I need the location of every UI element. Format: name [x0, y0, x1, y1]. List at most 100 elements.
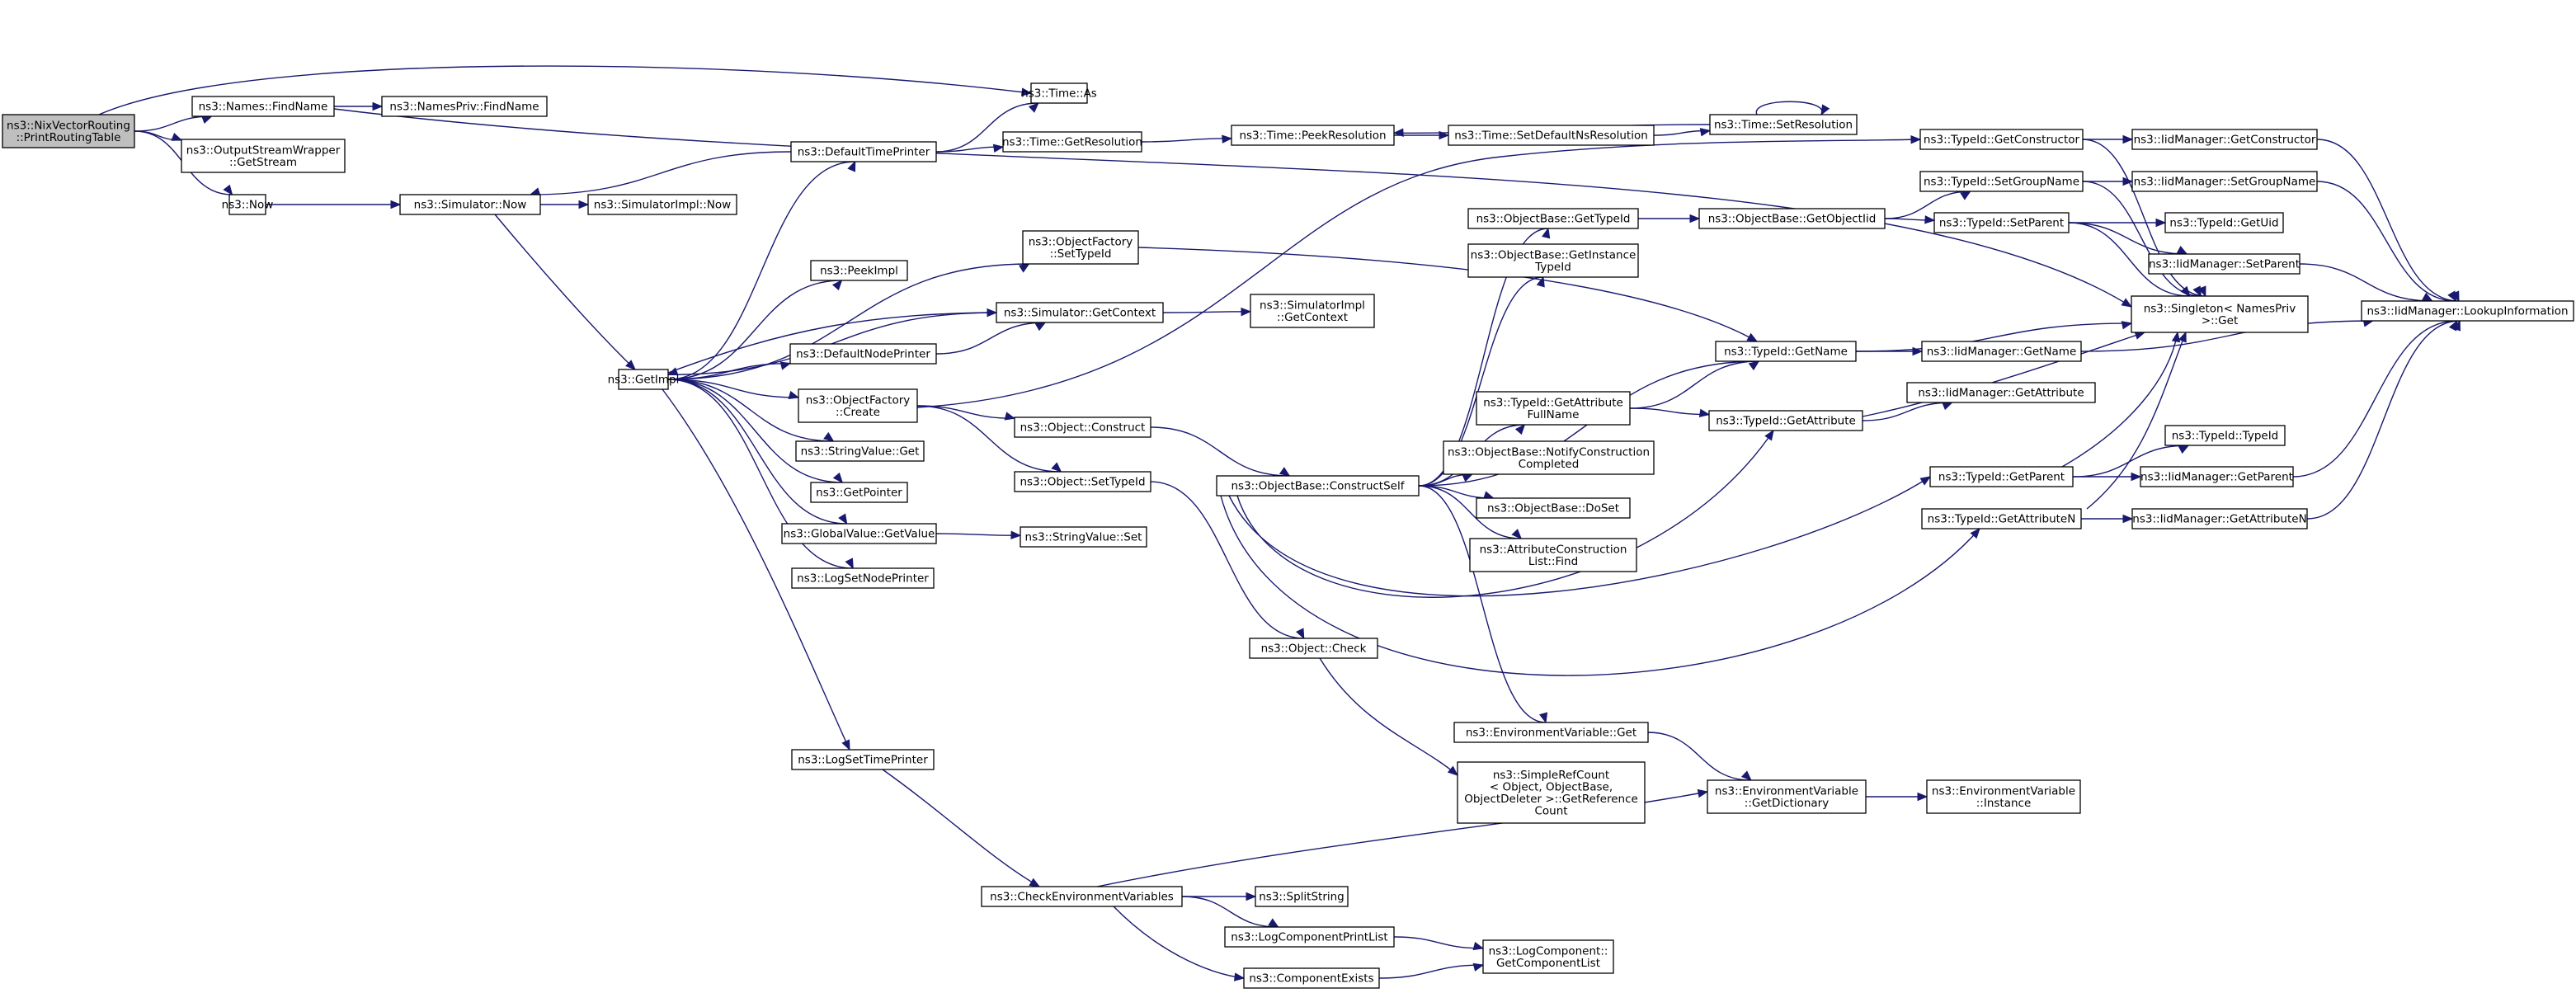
node-n26[interactable]: ns3::Object::Construct: [1014, 416, 1151, 438]
node-n15[interactable]: ns3::PeekImpl: [810, 260, 908, 281]
node-n47[interactable]: ns3::LogComponent::GetComponentList: [1482, 939, 1614, 974]
node-n30[interactable]: ns3::ObjectBase::GetTypeId: [1467, 208, 1639, 229]
node-n7[interactable]: ns3::Time::As: [1021, 82, 1097, 104]
edge-line: [916, 139, 1921, 408]
node-n57[interactable]: ns3::Singleton< NamesPriv>::Get: [2131, 295, 2309, 333]
arrowhead: [838, 513, 848, 525]
node-label: ns3::Now: [222, 199, 274, 212]
node-n33[interactable]: ns3::TypeId::GetName: [1715, 341, 1857, 362]
node-n45[interactable]: ns3::LogComponentPrintList: [1224, 926, 1395, 948]
node-n19[interactable]: ns3::ObjectFactory::Create: [798, 388, 918, 423]
node-n8[interactable]: ns3::DefaultTimePrinter: [790, 141, 937, 162]
node-n40[interactable]: ns3::SimpleRefCount< Object, ObjectBase,…: [1457, 761, 1646, 824]
node-n3[interactable]: ns3::OutputStreamWrapper::GetStream: [181, 139, 346, 173]
node-label: ns3::Object::Construct: [1020, 421, 1146, 435]
node-n11[interactable]: ns3::Time::SetDefaultNsResolution: [1448, 125, 1655, 146]
node-n18[interactable]: ns3::DefaultNodePrinter: [789, 343, 937, 365]
node-n31[interactable]: ns3::ObjectBase::GetObjectIid: [1698, 208, 1886, 229]
node-n42[interactable]: ns3::EnvironmentVariable::Instance: [1926, 779, 2081, 814]
node-n58[interactable]: ns3::IidManager::GetName: [1921, 341, 2082, 362]
node-n28[interactable]: ns3::ObjectBase::ConstructSelf: [1216, 475, 1420, 496]
node-box: [1231, 125, 1395, 146]
node-n16[interactable]: ns3::Simulator::GetContext: [996, 302, 1164, 323]
node-n61[interactable]: ns3::IidManager::GetParent: [2140, 466, 2294, 487]
node-box: [1249, 638, 1378, 659]
node-n9[interactable]: ns3::Time::GetResolution: [1002, 131, 1142, 153]
node-n51[interactable]: ns3::TypeId::GetParent: [1929, 466, 2074, 487]
node-n62[interactable]: ns3::IidManager::GetAttributeN: [2131, 508, 2308, 529]
arrowhead: [1919, 476, 1932, 486]
node-n2[interactable]: ns3::NamesPriv::FindName: [381, 96, 548, 117]
node-n24[interactable]: ns3::LogSetNodePrinter: [791, 567, 935, 589]
node-n48[interactable]: ns3::TypeId::GetConstructor: [1919, 129, 2084, 150]
node-n56[interactable]: ns3::IidManager::SetParent: [2148, 253, 2301, 275]
node-n14[interactable]: ns3::ObjectFactory::SetTypeId: [1022, 230, 1139, 265]
edge-line: [667, 379, 799, 398]
node-box: [1467, 243, 1639, 278]
node-box: [2164, 425, 2286, 446]
node-n4[interactable]: ns3::Now: [222, 194, 274, 215]
node-box: [1469, 538, 1637, 572]
node-n10[interactable]: ns3::Time::PeekResolution: [1231, 125, 1395, 146]
node-n54[interactable]: ns3::IidManager::SetGroupName: [2131, 171, 2318, 192]
node-n50[interactable]: ns3::TypeId::SetParent: [1933, 212, 2070, 233]
node-n27[interactable]: ns3::Object::SetTypeId: [1014, 471, 1151, 492]
node-n21[interactable]: ns3::GetPointer: [810, 482, 908, 503]
node-n52[interactable]: ns3::TypeId::GetAttributeN: [1921, 508, 2082, 529]
node-n63[interactable]: ns3::IidManager::LookupInformation: [2361, 300, 2574, 322]
node-label: ns3::IidManager::GetAttribute: [1918, 387, 2084, 400]
node-label: ns3::Object::SetTypeId: [1020, 476, 1145, 489]
node-label: ns3::EnvironmentVariable::Get: [1466, 727, 1636, 740]
node-n35[interactable]: ns3::TypeId::GetAttribute: [1708, 410, 1863, 431]
node-box: [381, 96, 548, 117]
node-box: [795, 440, 925, 462]
node-box: [1709, 114, 1858, 135]
node-n39[interactable]: ns3::EnvironmentVariable::Get: [1453, 722, 1649, 743]
node-n37[interactable]: ns3::ObjectBase::DoSet: [1476, 497, 1631, 519]
edge-n28-n38: [1418, 485, 1523, 539]
node-n22[interactable]: ns3::GlobalValue::GetValue: [781, 523, 937, 544]
node-n29[interactable]: ns3::Object::Check: [1249, 638, 1378, 659]
node-n17[interactable]: ns3::SimulatorImpl::GetContext: [1250, 294, 1375, 328]
node-n59[interactable]: ns3::IidManager::GetAttribute: [1906, 382, 2096, 403]
node-box: [2148, 253, 2301, 275]
arrowhead: [2121, 298, 2133, 308]
edge-n26-n28: [1150, 426, 1291, 477]
node-layer: ns3::NixVectorRouting::PrintRoutingTable…: [2, 82, 2574, 989]
node-box: [1467, 208, 1639, 229]
node-label: ns3::SimpleRefCount: [1493, 769, 1609, 782]
node-n5[interactable]: ns3::Simulator::Now: [399, 194, 541, 215]
node-n46[interactable]: ns3::ComponentExists: [1243, 967, 1380, 989]
edge-n8-n7: [935, 102, 1039, 153]
node-n25[interactable]: ns3::LogSetTimePrinter: [791, 749, 935, 770]
node-n13[interactable]: ns3::GetImpl: [608, 369, 680, 390]
node-n55[interactable]: ns3::TypeId::GetUid: [2164, 212, 2284, 233]
node-n20[interactable]: ns3::StringValue::Get: [795, 440, 925, 462]
node-n44[interactable]: ns3::SplitString: [1255, 886, 1349, 907]
node-n49[interactable]: ns3::TypeId::SetGroupName: [1919, 171, 2084, 192]
node-n1[interactable]: ns3::Names::FindName: [191, 96, 335, 117]
edge-n19-n48: [916, 135, 1922, 408]
node-n12[interactable]: ns3::Time::SetResolution: [1709, 114, 1858, 135]
node-n36[interactable]: ns3::ObjectBase::NotifyConstructionCompl…: [1443, 440, 1655, 475]
node-label: ns3::EnvironmentVariable: [1715, 784, 1858, 798]
node-n41[interactable]: ns3::EnvironmentVariable::GetDictionary: [1707, 779, 1867, 814]
node-n6[interactable]: ns3::SimulatorImpl::Now: [587, 194, 737, 215]
node-n23[interactable]: ns3::StringValue::Set: [1020, 526, 1147, 548]
edge-n28-n39: [1418, 485, 1548, 724]
node-box: [618, 369, 669, 390]
node-n60[interactable]: ns3::TypeId::TypeId: [2164, 425, 2286, 446]
arrowhead: [2422, 292, 2433, 302]
edge-line: [935, 146, 1004, 153]
node-box: [2140, 466, 2294, 487]
arrowhead: [578, 200, 590, 209]
edge-n13-n15: [667, 280, 843, 380]
node-n53[interactable]: ns3::IidManager::GetConstructor: [2131, 129, 2318, 150]
arrowhead: [1279, 467, 1291, 477]
node-label: ns3::ObjectBase::NotifyConstruction: [1448, 445, 1650, 459]
node-n0[interactable]: ns3::NixVectorRouting::PrintRoutingTable: [2, 114, 135, 148]
node-n43[interactable]: ns3::CheckEnvironmentVariables: [981, 886, 1183, 907]
